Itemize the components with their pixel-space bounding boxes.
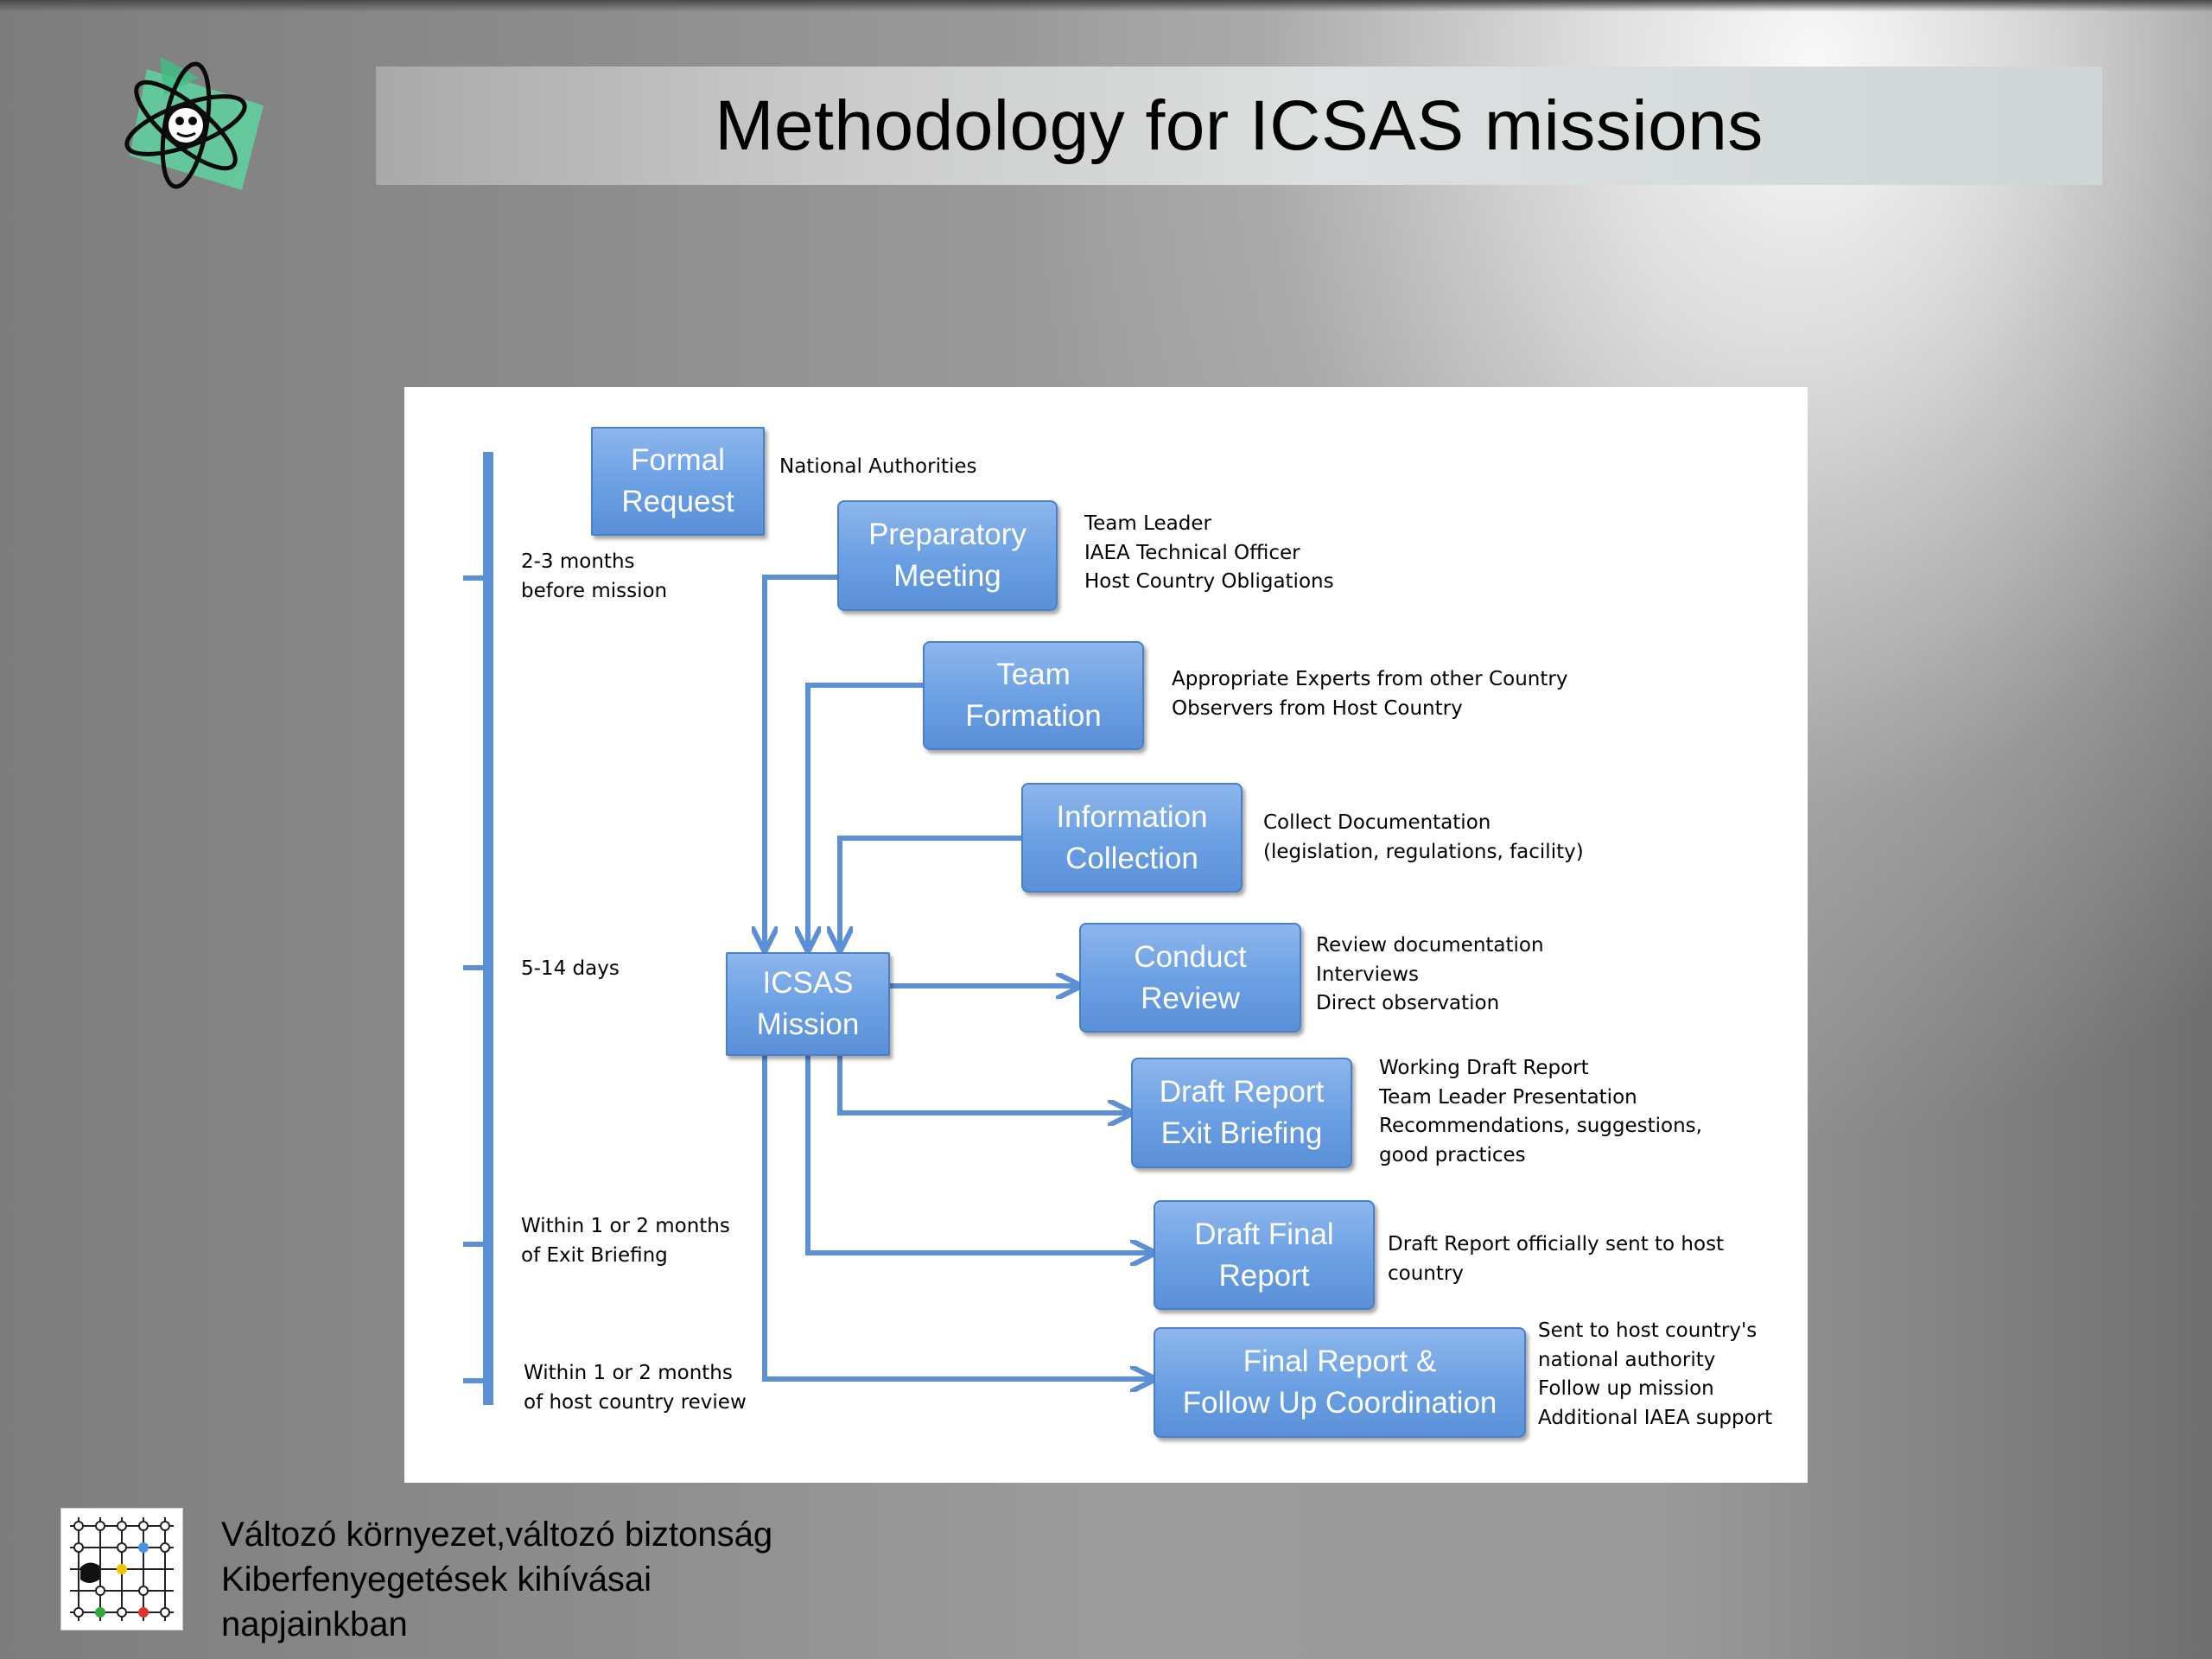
- final-report-box: Final Report & Follow Up Coordination: [1154, 1327, 1526, 1438]
- top-shadow-bar: [0, 0, 2212, 12]
- slide-title: Methodology for ICSAS missions: [715, 86, 1764, 165]
- note-conduct-review: Review documentation Interviews Direct o…: [1316, 934, 1544, 1014]
- arrow-mission-to-final: [762, 1056, 1151, 1379]
- note-preparatory-meeting: Team Leader IAEA Technical Officer Host …: [1084, 512, 1334, 593]
- conduct-review-box: Conduct Review: [1079, 923, 1301, 1033]
- note-draft-final-report: Draft Report officially sent to host cou…: [1388, 1233, 1725, 1285]
- arrow-team-to-mission: [808, 683, 923, 947]
- formal-request-box: Formal Request: [591, 427, 765, 536]
- network-people-logo-icon: [60, 1508, 183, 1630]
- note-final-report: Sent to host country's national authorit…: [1538, 1319, 1773, 1429]
- note-draft-report-exit: Working Draft Report Team Leader Present…: [1379, 1057, 1702, 1166]
- arrow-mission-to-draft-exit: [837, 1056, 1128, 1113]
- atom-logo-icon: [112, 52, 272, 199]
- title-banner: Methodology for ICSAS missions: [376, 67, 2102, 185]
- arrow-info-to-mission: [840, 836, 1021, 947]
- team-formation-box: Team Formation: [923, 641, 1144, 750]
- timeline-label-1: 2-3 months before mission: [521, 550, 668, 602]
- timeline-label-4: Within 1 or 2 months of host country rev…: [524, 1362, 747, 1414]
- arrow-preparatory-to-mission: [765, 575, 837, 947]
- note-team-formation: Appropriate Experts from other Country O…: [1172, 668, 1568, 720]
- timeline-axis: [463, 452, 493, 1405]
- methodology-diagram: Formal Request Preparatory Meeting Team …: [404, 387, 1808, 1483]
- note-formal-request: National Authorities: [779, 455, 977, 478]
- footer-text: Változó környezet,változó biztonság Kibe…: [221, 1516, 773, 1643]
- timeline-label-2: 5-14 days: [521, 957, 620, 980]
- draft-report-exit-briefing-box: Draft Report Exit Briefing: [1131, 1058, 1352, 1168]
- diagram-connectors: [463, 452, 1808, 1405]
- draft-final-report-box: Draft Final Report: [1154, 1200, 1375, 1310]
- timeline-label-3: Within 1 or 2 months of Exit Briefing: [521, 1215, 730, 1267]
- icsas-mission-box: ICSAS Mission: [726, 952, 890, 1056]
- information-collection-box: Information Collection: [1021, 783, 1243, 893]
- preparatory-meeting-box: Preparatory Meeting: [837, 500, 1058, 611]
- note-information-collection: Collect Documentation (legislation, regu…: [1263, 811, 1584, 863]
- arrow-mission-to-draft-final: [805, 1056, 1151, 1253]
